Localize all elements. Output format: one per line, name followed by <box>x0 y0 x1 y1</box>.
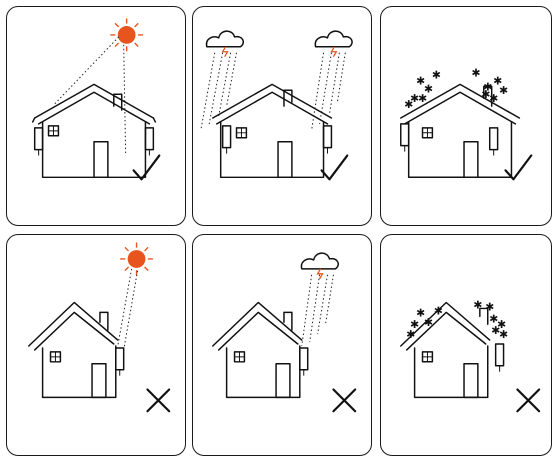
panel-sun-wrong <box>6 234 186 456</box>
cross-icon <box>147 390 169 412</box>
inverter-left <box>401 124 409 152</box>
scene-rain-ok <box>193 7 371 225</box>
sun-icon <box>111 19 143 51</box>
panel-snow-wrong: ✱✱✱ ✱✱ ✱✱✱ ✱✱✱ <box>380 234 552 456</box>
cross-icon <box>517 389 539 411</box>
panel-rain-wrong <box>192 234 372 456</box>
snow-icon: ✱✱✱ ✱✱ ✱✱✱ ✱✱✱ <box>406 298 508 341</box>
scene-sun-wrong <box>7 235 185 455</box>
checkmark-icon <box>322 156 348 180</box>
snow-icon: ✱✱✱ ✱✱✱ ✱✱✱ ✱✱✱ <box>404 66 508 111</box>
scene-snow-wrong: ✱✱✱ ✱✱ ✱✱✱ ✱✱✱ <box>381 235 551 455</box>
house-icon <box>33 84 156 177</box>
scene-sun-ok <box>7 7 185 225</box>
svg-text:✱: ✱ <box>499 328 508 341</box>
checkmark-icon <box>506 156 532 180</box>
inverter-right <box>490 128 498 156</box>
scene-rain-wrong <box>193 235 371 455</box>
panel-sun-ok <box>6 6 186 226</box>
svg-text:✱: ✱ <box>473 298 482 311</box>
rain-cloud-icon <box>201 31 243 130</box>
svg-text:✱: ✱ <box>499 84 508 97</box>
inverter-front <box>300 348 308 376</box>
inverter-left <box>35 128 43 156</box>
sun-icon <box>121 243 153 275</box>
svg-text:✱: ✱ <box>404 98 413 111</box>
inverter-right <box>324 126 332 154</box>
panel-snow-ok: ✱✱✱ ✱✱✱ ✱✱✱ ✱✱✱ <box>380 6 552 226</box>
inverter-right <box>145 128 153 156</box>
rain-cloud-icon <box>312 31 352 130</box>
house-icon <box>213 302 302 397</box>
cross-icon <box>333 390 355 412</box>
rain-cloud-icon <box>301 253 338 346</box>
inverter-front <box>496 344 504 372</box>
svg-text:✱: ✱ <box>432 68 441 81</box>
inverter-left <box>223 126 231 154</box>
house-icon <box>29 302 118 397</box>
inverter-front <box>116 348 124 376</box>
scene-snow-ok: ✱✱✱ ✱✱✱ ✱✱✱ ✱✱✱ <box>381 7 551 225</box>
sunlight-rays <box>118 269 138 350</box>
checkmark-icon <box>134 156 160 180</box>
svg-text:✱: ✱ <box>471 66 480 79</box>
house-icon <box>401 303 490 398</box>
panel-rain-ok <box>192 6 372 226</box>
